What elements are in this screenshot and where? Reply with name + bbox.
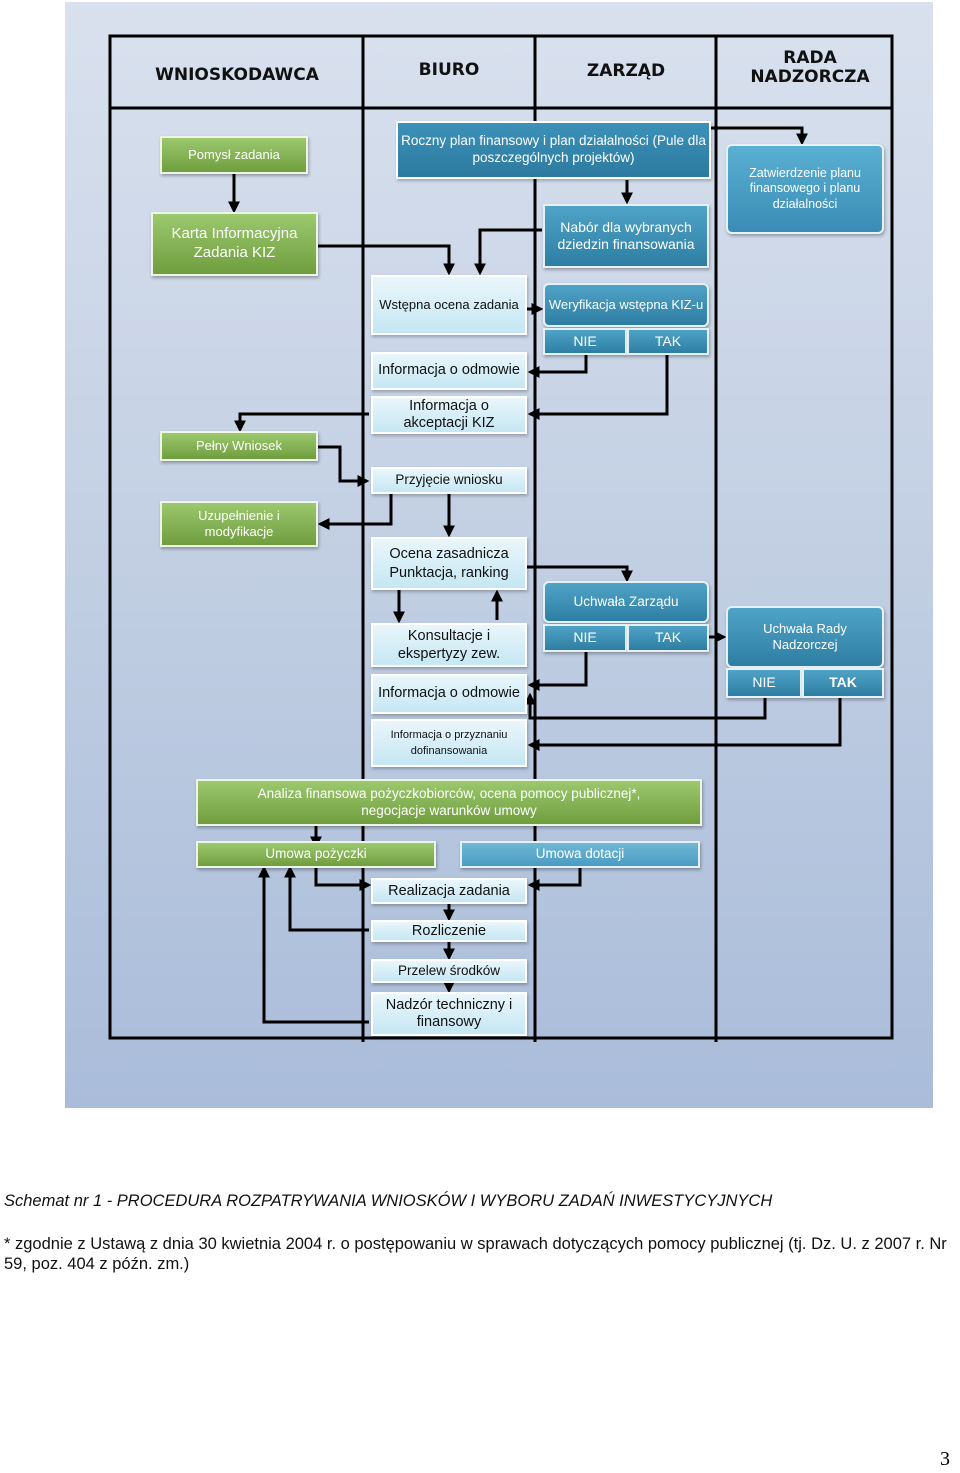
arrow-sb-no-to-refusal (524, 692, 767, 720)
box-yes-1: TAK (627, 328, 709, 355)
arrow-eval-to-resolution (527, 565, 633, 583)
box-grant-info: Informacja o przyznaniu dofinansowania (371, 719, 527, 767)
box-loan-contract: Umowa pożyczki (196, 841, 436, 868)
arrow-plan-to-approval (711, 126, 808, 146)
box-no-1: NIE (543, 328, 627, 355)
arrow-no-to-refusal-2 (527, 652, 588, 691)
box-main-eval: Ocena zasadnicza Punktacja, ranking (371, 537, 527, 590)
box-full-app: Pełny Wniosek (160, 431, 318, 461)
box-initial-verif: Weryfikacja wstępna KIZ-u (543, 283, 709, 327)
arrow-sb-yes-to-grant (527, 698, 842, 751)
box-grant-contract: Umowa dotacji (460, 841, 700, 868)
box-refusal-info-1: Informacja o odmowie (371, 352, 527, 390)
box-refusal-info-2: Informacja o odmowie (371, 674, 527, 714)
box-no-3: NIE (726, 668, 802, 698)
arrow-grant-to-impl (527, 868, 582, 891)
box-consult: Konsultacje i ekspertyzy zew. (371, 623, 527, 667)
arrow-full-to-receipt (318, 445, 370, 487)
box-annual-plan: Roczny plan finansowy i plan działalnośc… (396, 121, 711, 179)
arrow-supervision-to-loan (258, 865, 369, 1024)
lane-header-office: BIURO (418, 60, 480, 80)
page-number: 3 (940, 1448, 950, 1470)
box-accept-info: Informacja o akceptacji KIZ (371, 396, 527, 434)
arrow-call-to-eval (474, 228, 542, 276)
box-call: Nabór dla wybranych dziedzin finansowani… (543, 204, 709, 268)
lane-header-applicant: WNIOSKODAWCA (155, 65, 319, 85)
box-no-2: NIE (543, 624, 627, 652)
box-settlement: Rozliczenie (371, 920, 527, 942)
box-supplement: Uzupełnienie i modyfikacje (160, 501, 318, 547)
lane-header-supervisory: RADA NADZORCZA (750, 48, 870, 87)
arrow-loan-to-impl (314, 868, 372, 891)
box-fin-analysis: Analiza finansowa pożyczkobiorców, ocena… (196, 779, 702, 826)
box-board-resolution: Uchwała Zarządu (543, 581, 709, 623)
footnote: * zgodnie z Ustawą z dnia 30 kwietnia 20… (4, 1235, 947, 1273)
figure-caption: Schemat nr 1 - PROCEDURA ROZPATRYWANIA W… (4, 1192, 773, 1210)
box-transfer: Przelew środków (371, 959, 527, 983)
box-yes-2: TAK (627, 624, 709, 652)
arrow-no-to-refusal (527, 355, 588, 378)
box-approval: Zatwierdzenie planu finansowego i planu … (726, 144, 884, 234)
box-receipt: Przyjęcie wniosku (371, 467, 527, 494)
arrow-accept-to-full (234, 412, 369, 433)
box-implementation: Realizacja zadania (371, 878, 527, 904)
arrow-receipt-to-supplement (317, 494, 393, 530)
box-info-card: Karta Informacyjna Zadania KIZ (151, 212, 318, 276)
lane-frame (108, 34, 894, 1040)
box-yes-3: TAK (802, 668, 884, 698)
arrow-settle-to-loan (284, 865, 369, 932)
arrow-yes-to-accept (527, 355, 669, 420)
lane-header-board: ZARZĄD (586, 61, 666, 81)
flow-connectors (108, 34, 894, 1042)
arrow-card-to-eval (318, 244, 455, 276)
box-initial-eval: Wstępna ocena zadania (371, 275, 527, 335)
box-sb-resolution: Uchwała Rady Nadzorczej (726, 606, 884, 668)
box-supervision: Nadzór techniczny i finansowy (371, 992, 527, 1036)
box-idea: Pomysł zadania (160, 136, 308, 174)
